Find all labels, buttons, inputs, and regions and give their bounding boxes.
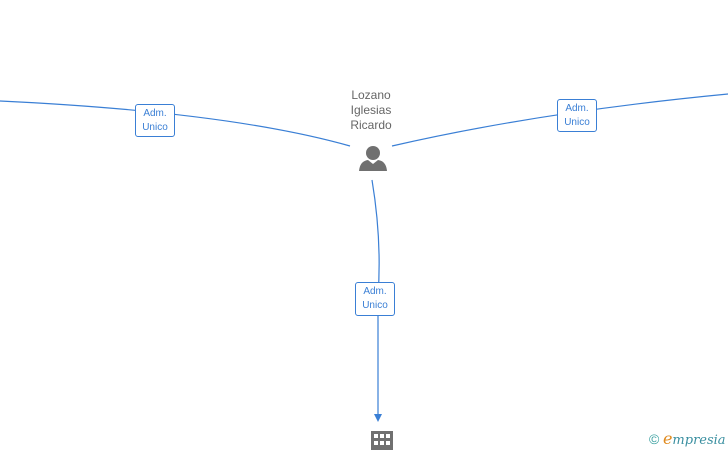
person-name-line: Ricardo <box>350 118 392 132</box>
brand-logo: empresia <box>663 429 726 448</box>
person-name-line: Iglesias <box>350 103 392 117</box>
person-name-line: Lozano <box>351 88 391 102</box>
person-icon[interactable] <box>359 146 387 171</box>
edge-left <box>0 100 351 147</box>
role-label-right[interactable]: Adm. Unico <box>557 99 597 132</box>
role-label-bottom[interactable]: Adm. Unico <box>355 282 395 316</box>
brand-logo-initial: e <box>662 429 673 448</box>
empresia-watermark: © empresia <box>649 429 726 448</box>
copyright-icon: © <box>649 431 660 447</box>
role-label-line: Adm. <box>565 103 589 114</box>
role-label-line: Adm. <box>363 286 387 297</box>
role-label-left[interactable]: Adm. Unico <box>135 104 175 137</box>
role-label-line: Adm. <box>143 108 167 119</box>
edge-right <box>391 93 728 147</box>
brand-logo-text: mpresia <box>672 433 726 448</box>
role-label-line: Unico <box>564 117 590 128</box>
role-label-line: Unico <box>362 300 388 311</box>
role-label-line: Unico <box>142 122 168 133</box>
person-name[interactable]: Lozano Iglesias Ricardo <box>330 88 412 133</box>
building-icon[interactable] <box>371 431 393 450</box>
